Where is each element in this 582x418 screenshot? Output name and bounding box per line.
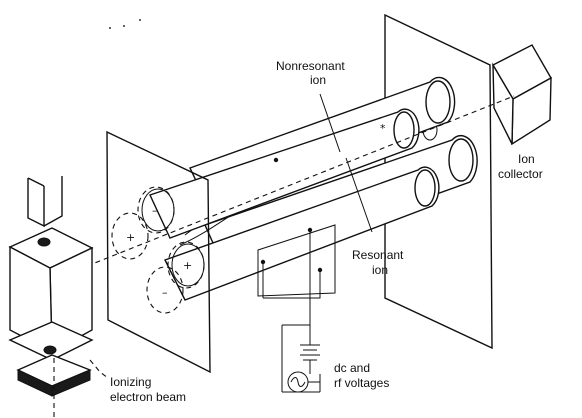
rod-support (257, 224, 336, 297)
label-resonant-ion: Resonant ion (352, 248, 407, 277)
rod-upper-front (149, 108, 420, 239)
label-ionizing-electron-beam: Ionizing electron beam (110, 375, 186, 404)
rod-sign-upper-left: + (126, 231, 135, 244)
ion-collector (492, 44, 552, 146)
electron-source-assembly (8, 176, 94, 397)
ion-mark: * (380, 122, 386, 135)
resonant-leader (345, 157, 373, 233)
rod-sign-lower-right: + (183, 259, 192, 272)
scan-marks (109, 19, 141, 29)
power-supply-circuit (281, 325, 321, 393)
rod-cap-lower-left (146, 266, 184, 314)
rod-sign-lower-left: – (162, 286, 168, 299)
nonresonant-leader (319, 93, 341, 153)
electron-beam-label-leader (89, 359, 109, 379)
ion-axis-line (61, 95, 515, 277)
rod-face-lower-right (171, 243, 205, 287)
label-nonresonant-ion: Nonresonant ion (276, 59, 348, 87)
rod-sign-upper-right: – (152, 204, 158, 217)
rod-lower-front (164, 166, 440, 301)
rod-cap-upper-left (111, 212, 149, 260)
label-ion-collector: Ion collector (498, 152, 543, 181)
rod-wiring (260, 157, 323, 326)
label-dc-rf-voltages: dc and rf voltages (334, 361, 389, 390)
rod-face-upper-right (141, 188, 175, 232)
